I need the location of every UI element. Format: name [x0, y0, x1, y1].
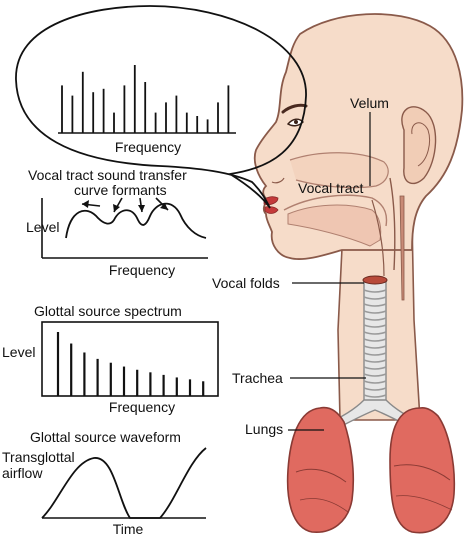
head	[253, 13, 464, 260]
ear-inner	[411, 122, 431, 167]
pharynx-back-wall	[389, 177, 396, 271]
vt-transfer-curve	[65, 202, 207, 239]
gs-frequency-label: Frequency	[109, 399, 175, 415]
trachea-ring	[363, 317, 387, 321]
left-lung-lobe-line-2	[299, 498, 349, 513]
vocal-folds-label: Vocal folds	[212, 275, 280, 291]
lungs-illustration	[286, 406, 456, 534]
eye-pupil	[294, 120, 298, 124]
trachea-ring	[363, 345, 387, 349]
trachea-ring	[363, 352, 387, 356]
left-lung-lobe-line	[295, 468, 347, 483]
trachea-ring	[363, 373, 387, 377]
trachea-ring	[363, 387, 387, 391]
trachea-ring	[363, 366, 387, 370]
vt-frequency-label: Frequency	[109, 262, 175, 278]
glottal-spectrum-bars	[56, 332, 205, 396]
trachea-tube	[363, 281, 387, 407]
trachea-ring	[363, 310, 387, 314]
right-lung	[389, 407, 456, 534]
speech-bubble	[15, 5, 307, 209]
glottal-spectrum-panel: Glottal source spectrum Level Frequency	[2, 303, 219, 415]
lungs-label: Lungs	[245, 421, 283, 437]
vocal-tract-transfer-panel: Vocal tract sound transfer curve formant…	[26, 167, 208, 278]
gw-waveform-curve	[41, 447, 207, 519]
trachea-ring	[363, 380, 387, 384]
vt-title-line1: Vocal tract sound transfer	[28, 167, 187, 183]
vocal-folds	[362, 275, 388, 285]
gw-ylabel-line1: Transglottal	[2, 449, 75, 465]
nostril	[271, 177, 285, 184]
tongue	[287, 204, 382, 247]
output-spectrum: Frequency	[58, 65, 236, 155]
trachea-ring	[363, 331, 387, 335]
right-lung-lobe-line	[393, 464, 451, 481]
ear	[401, 106, 437, 185]
trachea-ring	[363, 324, 387, 328]
trachea-rings	[363, 289, 387, 398]
oral-cavity	[283, 194, 388, 227]
formant-arrow-3-head	[138, 205, 145, 212]
trachea-ring	[363, 394, 387, 398]
pharynx-front-wall	[371, 199, 385, 277]
larynx	[399, 195, 405, 301]
vt-title-line2: curve formants	[74, 182, 167, 198]
formant-arrow-2-head	[113, 204, 120, 212]
velum-label: Velum	[350, 95, 389, 111]
trachea-label: Trachea	[232, 370, 283, 386]
trachea-ring	[363, 289, 387, 293]
gs-level-label: Level	[2, 344, 35, 360]
trachea-ring	[363, 359, 387, 363]
trachea-ring	[363, 303, 387, 307]
head-illustration	[253, 13, 464, 421]
anatomy-labels: Velum Vocal tract Vocal folds Trachea Lu…	[212, 95, 389, 437]
gs-frame	[41, 321, 219, 397]
trachea-ring	[363, 338, 387, 342]
output-spectrum-bars	[61, 65, 230, 133]
gw-ylabel-line2: airflow	[2, 465, 43, 481]
vocal-tract-label: Vocal tract	[298, 180, 363, 196]
right-lung-lobe-line-2	[395, 495, 453, 511]
gw-time-label: Time	[113, 521, 144, 537]
nasal-cavity	[289, 152, 389, 189]
glottal-waveform-panel: Glottal source waveform Transglottal air…	[2, 429, 207, 537]
gw-title: Glottal source waveform	[30, 429, 181, 445]
trachea-ring	[363, 296, 387, 300]
gs-title: Glottal source spectrum	[34, 303, 182, 319]
output-frequency-label: Frequency	[115, 139, 181, 155]
formant-arrow-1-head	[82, 200, 89, 208]
formant-arrow-4-head	[160, 203, 168, 210]
